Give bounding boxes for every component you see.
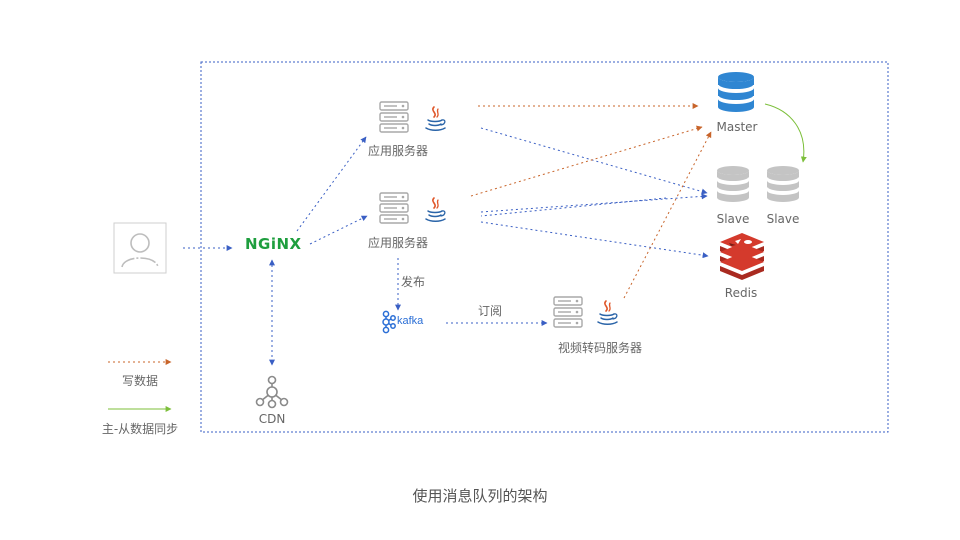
video-server-label: 视频转码服务器 <box>557 341 643 355</box>
slave-1-label: Slave <box>716 212 750 226</box>
subscribe-label: 订阅 <box>477 304 503 318</box>
app-server-2-node <box>379 192 446 224</box>
cdn-label: CDN <box>258 412 286 426</box>
edge-master-slave-sync <box>764 103 807 163</box>
user-icon <box>113 222 167 274</box>
legend-write-data-label: 写数据 <box>121 374 159 388</box>
java-icon <box>425 106 446 132</box>
java-icon <box>597 300 618 326</box>
legend-sync-label: 主-从数据同步 <box>101 422 179 436</box>
edge-nginx-to-app2 <box>309 215 368 245</box>
publish-label: 发布 <box>400 275 426 289</box>
slave-database-2-icon <box>766 165 800 203</box>
app-server-1-label: 应用服务器 <box>367 144 429 158</box>
video-server-node <box>553 296 618 328</box>
server-icon <box>553 296 583 328</box>
kafka-icon <box>382 310 396 334</box>
nginx-label: NGiNX <box>245 235 302 253</box>
edge-app2-write-master <box>470 125 703 197</box>
master-database-icon <box>717 71 755 113</box>
kafka-label: kafka <box>397 315 424 327</box>
slave-2-label: Slave <box>766 212 800 226</box>
server-icon <box>379 192 409 224</box>
edge-app1-to-slave <box>480 127 708 195</box>
cdn-icon <box>255 375 289 409</box>
diagram-caption: 使用消息队列的架构 <box>412 487 548 505</box>
edge-app2-to-slave-join <box>480 197 667 217</box>
edge-nginx-to-app1 <box>296 136 367 232</box>
master-label: Master <box>716 120 758 134</box>
edge-app2-to-redis <box>480 221 709 259</box>
system-boundary <box>200 61 889 433</box>
edge-video-write-master <box>623 131 712 299</box>
server-icon <box>379 101 409 133</box>
redis-label: Redis <box>724 286 758 300</box>
slave-database-1-icon <box>716 165 750 203</box>
redis-icon <box>720 233 764 280</box>
app-server-2-label: 应用服务器 <box>367 236 429 250</box>
app-server-1-node <box>379 101 446 133</box>
java-icon <box>425 197 446 223</box>
